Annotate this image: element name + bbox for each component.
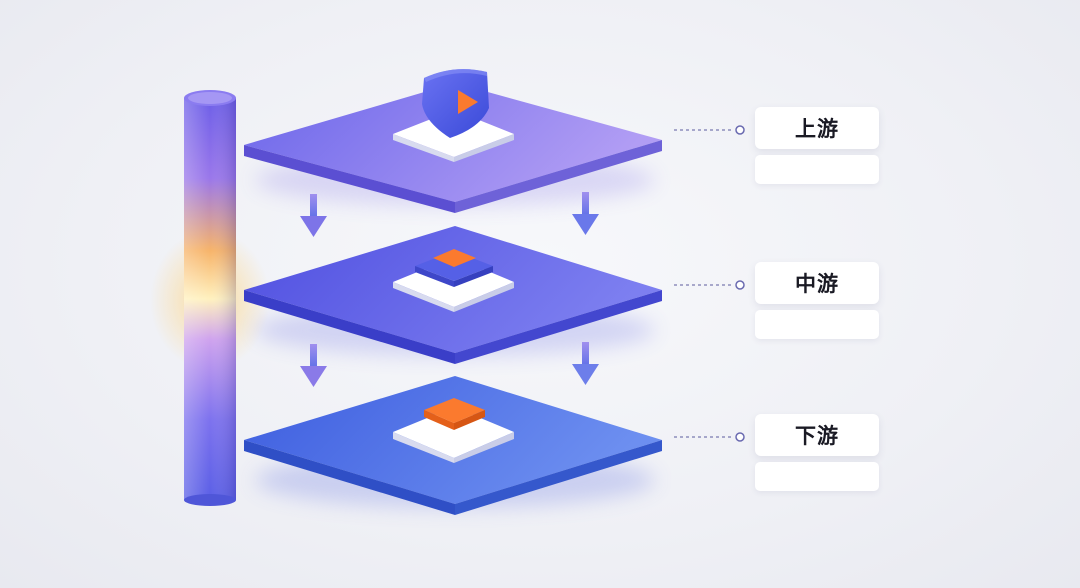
layer-upstream — [244, 69, 662, 213]
flow-arrows — [300, 192, 599, 387]
label-upstream: 上游 — [755, 107, 879, 149]
shield-play-icon — [393, 69, 514, 162]
arrow-down-icon — [572, 192, 599, 235]
orange-tile-icon — [393, 249, 514, 312]
orange-tile-icon — [393, 398, 514, 463]
note-upstream — [755, 155, 879, 184]
arrow-down-icon — [300, 344, 327, 387]
note-downstream — [755, 462, 879, 491]
progress-pillar — [150, 90, 270, 506]
label-midstream: 中游 — [755, 262, 879, 304]
arrow-down-icon — [300, 194, 327, 237]
layer-downstream — [244, 376, 662, 515]
arrow-down-icon — [572, 342, 599, 385]
note-midstream — [755, 310, 879, 339]
label-connectors — [674, 125, 745, 442]
label-downstream: 下游 — [755, 414, 879, 456]
layer-midstream — [244, 226, 662, 364]
